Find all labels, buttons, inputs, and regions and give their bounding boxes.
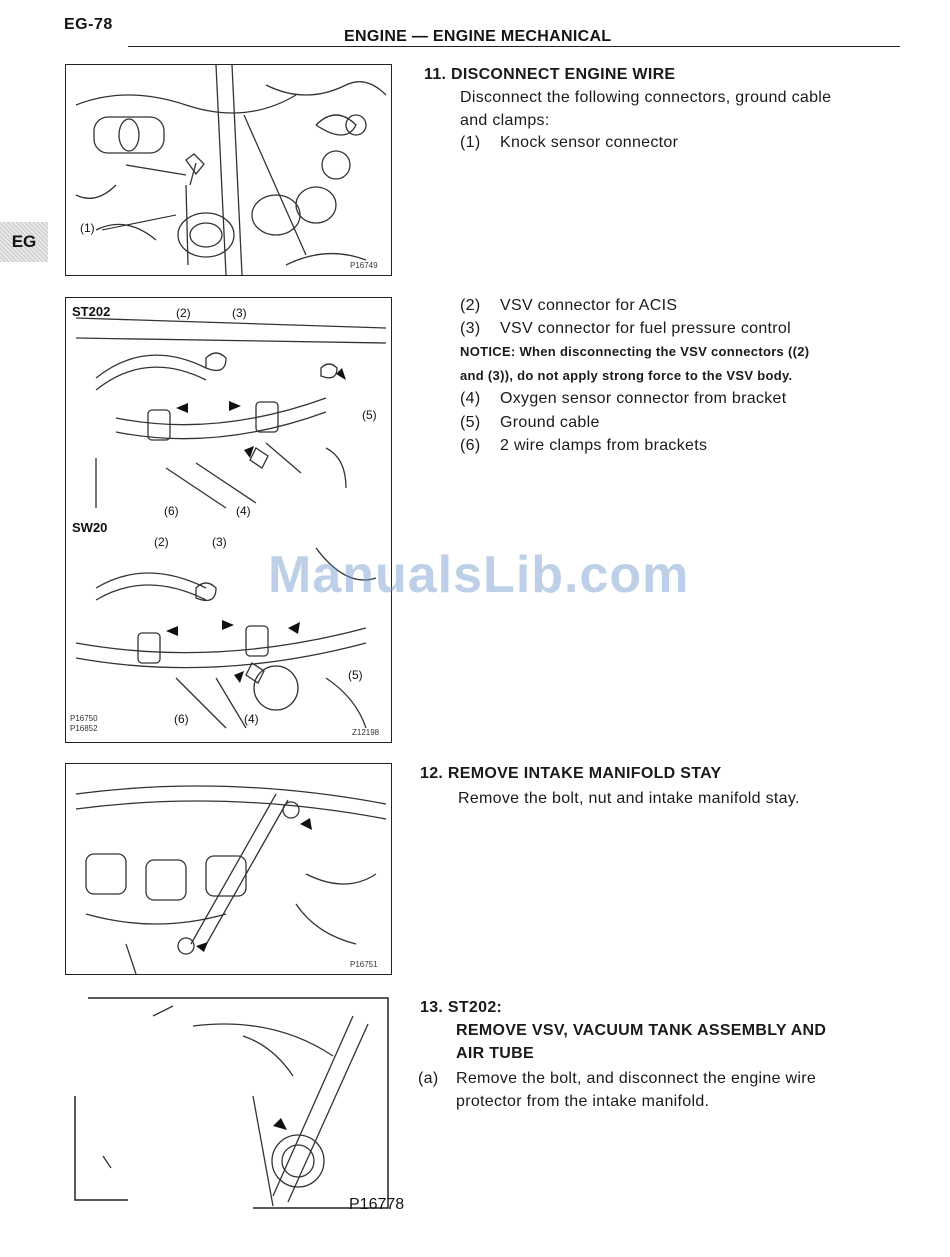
notice-line2: and (3)), do not apply strong force to t… [460,368,793,383]
step-13-sub-a-line1: Remove the bolt, and disconnect the engi… [456,1070,817,1087]
callout-5-bottom: (5) [348,668,363,682]
list-item-number: (3) [460,320,481,337]
callout-5-top: (5) [362,408,377,422]
list-item-2: (2) VSV connector for ACIS [460,297,677,315]
step-12-body: Remove the bolt, nut and intake manifold… [458,790,800,807]
figure-code: P16751 [350,960,378,969]
callout-3-top: (3) [232,306,247,320]
figure-knock-sensor: (1) P16749 [65,64,392,276]
list-item-text: Ground cable [500,414,600,431]
callout-3-bottom: (3) [212,535,227,549]
section-title: ENGINE — ENGINE MECHANICAL [344,28,612,45]
callout-6-bottom: (6) [174,712,189,726]
step-13-sub-a-label: (a) [418,1070,439,1087]
figure-wire-protector: P16778 [73,996,404,1213]
side-tab-label: EG [11,232,37,251]
notice-line1: NOTICE: When disconnecting the VSV conne… [460,344,810,359]
callout-6-top: (6) [164,504,179,518]
step-12-title: 12. REMOVE INTAKE MANIFOLD STAY [420,765,722,782]
model-label-st202: ST202 [72,304,111,319]
list-item-number: (6) [460,437,481,454]
step-13-title-line1: 13. ST202: [420,999,503,1016]
step-11-intro-line1: Disconnect the following connectors, gro… [460,89,832,106]
step-11-intro-line2: and clamps: [460,112,550,129]
figure-code-3: Z12198 [352,728,380,737]
model-label-sw20: SW20 [72,520,108,535]
figure-code-1: P16750 [70,714,98,723]
engine-illustration-1 [75,65,387,275]
page-number: EG-78 [64,16,113,33]
list-item-number: (5) [460,414,481,431]
list-item-text: Oxygen sensor connector from bracket [500,390,787,407]
figure-code: P16749 [350,261,378,270]
header-rule [128,46,900,47]
engine-illustration-3 [75,785,387,974]
list-item-number: (1) [460,134,481,151]
step-13-sub-a-line2: protector from the intake manifold. [456,1093,710,1110]
engine-illustration-4 [74,997,389,1209]
step-13-title-line2: REMOVE VSV, VACUUM TANK ASSEMBLY AND [456,1022,827,1039]
figure-code-2: P16852 [70,724,98,733]
list-item-5: (5) Ground cable [460,414,600,432]
list-item-4: (4) Oxygen sensor connector from bracket [460,390,786,408]
list-item-text: VSV connector for fuel pressure control [500,320,791,337]
list-item-number: (2) [460,297,481,314]
callout-1: (1) [80,221,95,235]
callout-2-top: (2) [176,306,191,320]
callout-4-top: (4) [236,504,251,518]
figure-intake-manifold-stay: P16751 [65,763,392,975]
engine-illustration-2 [75,317,387,729]
list-item-number: (4) [460,390,481,407]
list-item-1: (1) Knock sensor connector [460,134,678,152]
figure-vsv-connectors: ST202 (2) (3) (5) (6) (4) SW20 (2) (3) (… [65,297,392,743]
list-item-3: (3) VSV connector for fuel pressure contr… [460,320,791,338]
step-11-title: 11. DISCONNECT ENGINE WIRE [424,66,676,83]
step-13-title-line3: AIR TUBE [456,1045,534,1062]
side-tab-eg: EG [0,222,48,262]
callout-4-bottom: (4) [244,712,259,726]
callout-2-bottom: (2) [154,535,169,549]
list-item-text: 2 wire clamps from brackets [500,437,708,454]
list-item-6: (6) 2 wire clamps from brackets [460,437,707,455]
figure-code: P16778 [349,1196,405,1213]
list-item-text: VSV connector for ACIS [500,297,678,314]
list-item-text: Knock sensor connector [500,134,679,151]
watermark: ManualsLib.com [268,546,690,604]
